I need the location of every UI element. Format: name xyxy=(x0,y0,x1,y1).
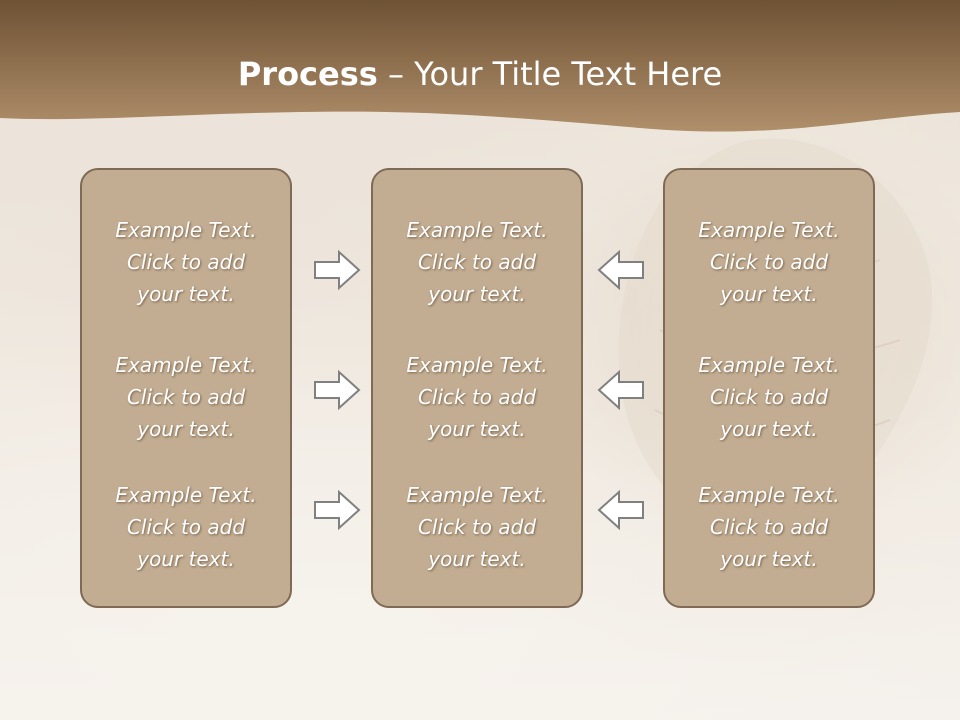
text-block[interactable]: Example Text. Click to add your text. xyxy=(373,214,581,310)
text-line: your text. xyxy=(137,417,235,441)
text-line: Example Text. xyxy=(698,353,840,377)
text-block[interactable]: Example Text. Click to add your text. xyxy=(82,349,290,445)
text-block[interactable]: Example Text. Click to add your text. xyxy=(82,479,290,575)
text-line: your text. xyxy=(428,417,526,441)
left-arrow-icon xyxy=(597,249,644,291)
header-band xyxy=(0,0,960,132)
text-block[interactable]: Example Text. Click to add your text. xyxy=(665,214,873,310)
process-box-left[interactable]: Example Text. Click to add your text. Ex… xyxy=(80,168,292,608)
text-line: Example Text. xyxy=(115,353,257,377)
text-line: Click to add xyxy=(709,385,829,409)
text-block[interactable]: Example Text. Click to add your text. xyxy=(373,349,581,445)
text-line: Example Text. xyxy=(406,218,548,242)
text-line: your text. xyxy=(720,547,818,571)
text-line: Click to add xyxy=(417,385,537,409)
text-line: Click to add xyxy=(709,250,829,274)
left-arrow-icon xyxy=(597,489,644,531)
text-block[interactable]: Example Text. Click to add your text. xyxy=(665,479,873,575)
text-line: Example Text. xyxy=(698,218,840,242)
slide-title[interactable]: Process – Your Title Text Here xyxy=(0,52,960,96)
text-block[interactable]: Example Text. Click to add your text. xyxy=(82,214,290,310)
text-line: Click to add xyxy=(126,385,246,409)
text-line: Click to add xyxy=(417,515,537,539)
text-line: your text. xyxy=(428,282,526,306)
text-line: Example Text. xyxy=(115,483,257,507)
text-block[interactable]: Example Text. Click to add your text. xyxy=(665,349,873,445)
text-line: your text. xyxy=(720,417,818,441)
text-line: your text. xyxy=(137,282,235,306)
title-bold: Process xyxy=(237,55,378,93)
text-block[interactable]: Example Text. Click to add your text. xyxy=(373,479,581,575)
text-line: Click to add xyxy=(709,515,829,539)
right-arrow-icon xyxy=(314,489,361,531)
text-line: your text. xyxy=(720,282,818,306)
text-line: Click to add xyxy=(126,515,246,539)
text-line: Example Text. xyxy=(698,483,840,507)
text-line: Example Text. xyxy=(115,218,257,242)
right-arrow-icon xyxy=(314,369,361,411)
right-arrow-icon xyxy=(314,249,361,291)
text-line: Click to add xyxy=(417,250,537,274)
text-line: your text. xyxy=(428,547,526,571)
text-line: Example Text. xyxy=(406,483,548,507)
text-line: Click to add xyxy=(126,250,246,274)
text-line: Example Text. xyxy=(406,353,548,377)
left-arrow-icon xyxy=(597,369,644,411)
text-line: your text. xyxy=(137,547,235,571)
process-box-center[interactable]: Example Text. Click to add your text. Ex… xyxy=(371,168,583,608)
title-rest: – Your Title Text Here xyxy=(377,55,723,93)
process-box-right[interactable]: Example Text. Click to add your text. Ex… xyxy=(663,168,875,608)
